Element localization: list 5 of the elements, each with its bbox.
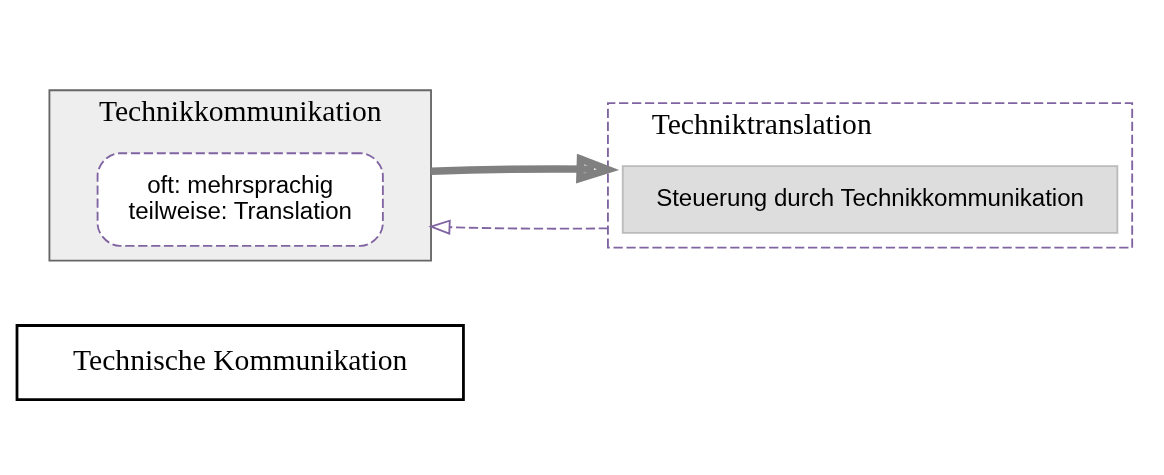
arrow (428, 219, 609, 235)
node-box: Technische Kommunikation (15, 324, 465, 401)
arrow (430, 153, 620, 184)
node-box: oft: mehrsprachig teilweise: Translation (96, 152, 384, 247)
node-box: Steuerung durch Technikkommunikation (621, 165, 1119, 234)
